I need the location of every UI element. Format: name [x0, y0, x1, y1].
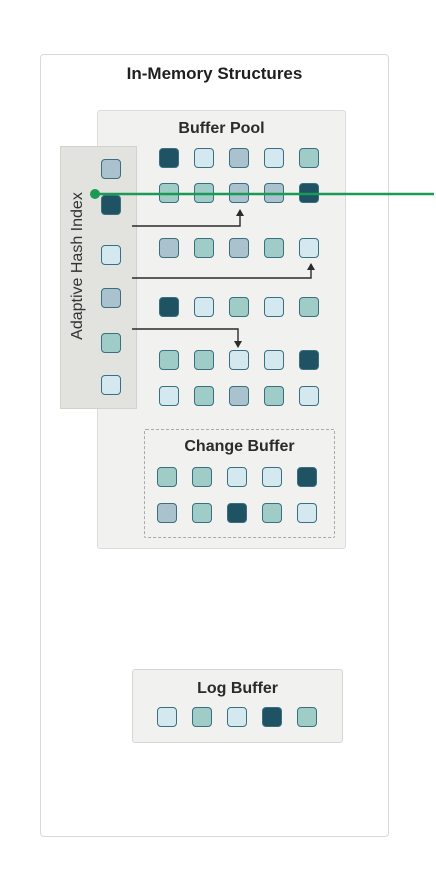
buffer-pool-page: [264, 297, 284, 317]
buffer-pool-page: [194, 297, 214, 317]
change-buffer-page: [297, 467, 317, 487]
change-buffer-page: [157, 503, 177, 523]
diagram-title: In-Memory Structures: [126, 64, 303, 83]
buffer-pool-page: [159, 350, 179, 370]
external-link-dot: [90, 189, 100, 199]
change-buffer-page: [297, 503, 317, 523]
buffer-pool-page: [264, 148, 284, 168]
hash-index-entry: [101, 288, 121, 308]
change-buffer-page: [192, 467, 212, 487]
hash-pointer-arrow: [132, 263, 315, 279]
change-buffer-page: [262, 467, 282, 487]
hash-index-entry: [101, 195, 121, 215]
log-buffer-panel: [132, 669, 343, 743]
buffer-pool-page: [229, 148, 249, 168]
adaptive-hash-index-panel: [60, 146, 137, 409]
log-buffer-page: [297, 707, 317, 727]
buffer-pool-label: Buffer Pool: [178, 120, 265, 137]
buffer-pool-page: [264, 238, 284, 258]
change-buffer-page: [227, 503, 247, 523]
hash-index-entry: [101, 375, 121, 395]
hash-pointer-arrow: [132, 328, 242, 348]
buffer-pool-page: [159, 386, 179, 406]
buffer-pool-page: [229, 386, 249, 406]
buffer-pool-page: [264, 386, 284, 406]
buffer-pool-page: [159, 297, 179, 317]
buffer-pool-page: [299, 297, 319, 317]
change-buffer-panel: [144, 429, 335, 538]
hash-index-entry: [101, 159, 121, 179]
buffer-pool-page: [229, 238, 249, 258]
buffer-pool-page: [194, 350, 214, 370]
log-buffer-page: [262, 707, 282, 727]
change-buffer-page: [262, 503, 282, 523]
buffer-pool-page: [159, 148, 179, 168]
buffer-pool-page: [229, 350, 249, 370]
hash-index-entry: [101, 333, 121, 353]
log-buffer-page: [227, 707, 247, 727]
buffer-pool-page: [229, 297, 249, 317]
change-buffer-page: [192, 503, 212, 523]
buffer-pool-page: [299, 386, 319, 406]
buffer-pool-page: [299, 350, 319, 370]
hash-pointer-arrow: [132, 209, 244, 227]
buffer-pool-page: [194, 386, 214, 406]
buffer-pool-page: [194, 148, 214, 168]
buffer-pool-page: [194, 238, 214, 258]
buffer-pool-page: [264, 350, 284, 370]
buffer-pool-page: [159, 238, 179, 258]
log-buffer-label: Log Buffer: [197, 680, 278, 697]
buffer-pool-page: [299, 148, 319, 168]
change-buffer-label: Change Buffer: [184, 438, 295, 455]
hash-index-entry: [101, 245, 121, 265]
change-buffer-page: [157, 467, 177, 487]
log-buffer-page: [157, 707, 177, 727]
change-buffer-page: [227, 467, 247, 487]
log-buffer-page: [192, 707, 212, 727]
buffer-pool-page: [299, 238, 319, 258]
